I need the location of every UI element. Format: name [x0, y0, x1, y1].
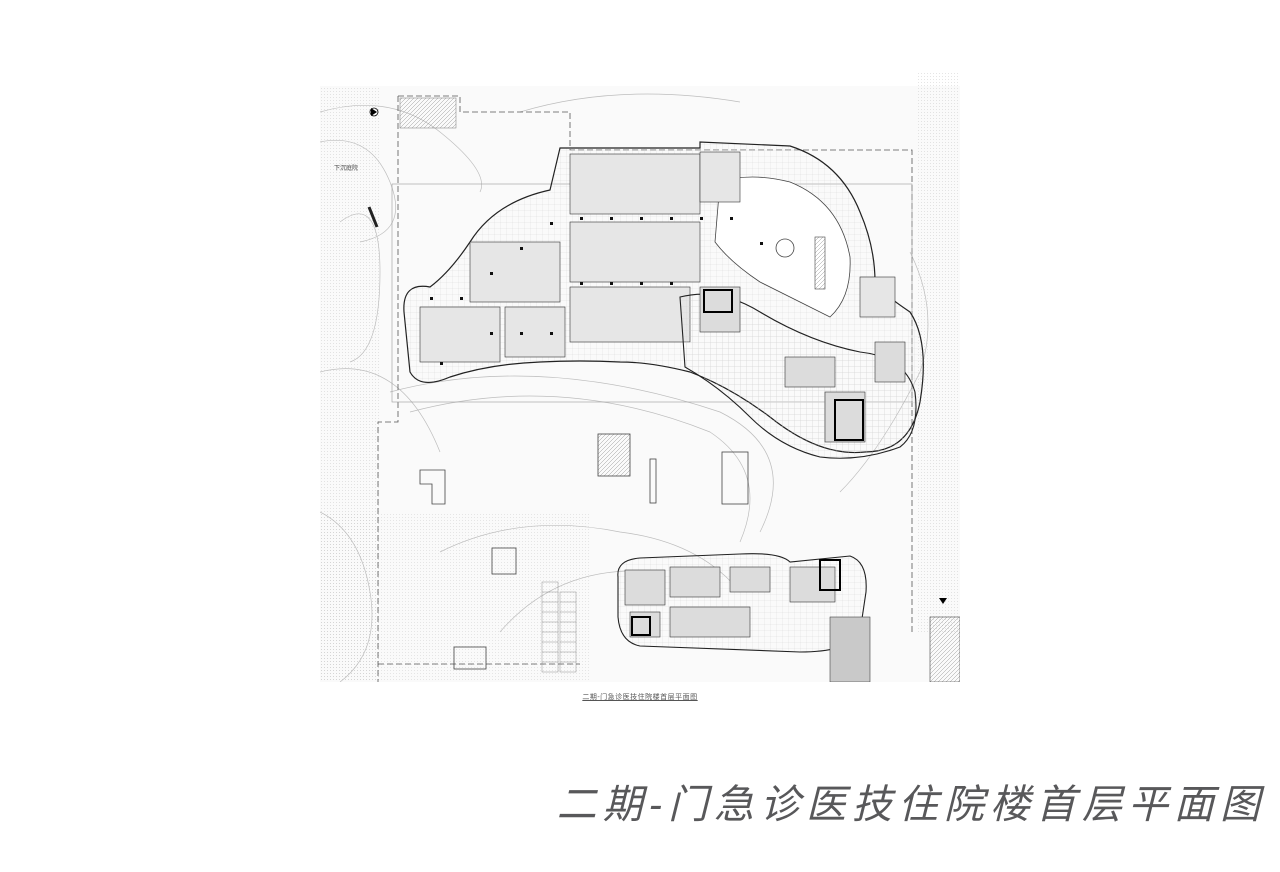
wing-thick-walls [703, 289, 864, 441]
interior-rooms [419, 151, 896, 363]
lower-site-area [320, 512, 590, 682]
parking-rows [541, 581, 577, 673]
lower-rooms [624, 566, 836, 638]
north-arrow-icon [369, 107, 379, 117]
page-title: 二期-门急诊医技住院楼首层平面图 [556, 783, 1266, 827]
entrance-ramp [829, 616, 871, 682]
courtyard-structures [419, 433, 749, 670]
parking-block [399, 97, 457, 129]
drawing-caption: 二期-门急诊医技住院楼首层平面图 [582, 694, 698, 701]
section-marker-icon [939, 598, 947, 604]
atrium-feature [775, 238, 795, 258]
lower-thick-walls [631, 559, 841, 636]
floor-plan-drawing: 下沉庭院 [320, 72, 960, 682]
lower-building [617, 553, 867, 653]
wing-building [679, 286, 917, 459]
east-platform [929, 616, 960, 682]
sunken-courtyard-label: 下沉庭院 [334, 164, 358, 172]
structural-columns [430, 217, 763, 365]
site-boundary [377, 95, 913, 682]
sunken-courtyard-wall [367, 206, 379, 228]
escalator [814, 236, 826, 290]
